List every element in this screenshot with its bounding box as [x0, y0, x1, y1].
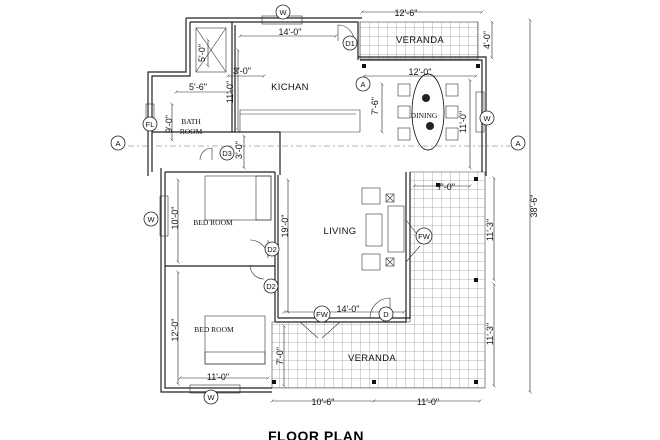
dim-dining-depth: 11'-0": [458, 111, 468, 133]
dim-living-width: 14'-0": [337, 304, 360, 314]
door-tag-d: D: [383, 310, 389, 319]
window-tag-top: W: [279, 8, 287, 17]
window-tag-bedroom: W: [147, 215, 155, 224]
dim-kitchen-width: 14'-0": [279, 27, 302, 37]
room-labels: KICHAN VERANDA DINING BATH ROOM BED ROOM…: [180, 35, 444, 364]
dim-stair-width: 5'-0": [197, 44, 207, 62]
french-window-tag-bottom: FW: [316, 310, 329, 319]
french-window-tag-right: FW: [418, 232, 431, 241]
room-label-bedroom-bottom: BED ROOM: [194, 325, 234, 334]
beds: [204, 175, 272, 365]
door-tag-d2-bottom: D2: [266, 282, 276, 291]
dim-bottom-left: 10'-6": [312, 397, 335, 407]
room-label-bath-line2: ROOM: [180, 127, 203, 136]
grid-tag-a-left: A: [115, 139, 120, 148]
window-tag-bottom: W: [207, 393, 215, 402]
staircase: [195, 27, 227, 73]
room-label-dining: DINING: [411, 111, 438, 120]
dim-veranda-right-depth-top: 11'-3": [485, 219, 495, 241]
grid-tag-a-right: A: [515, 139, 520, 148]
tag-fl: FL: [146, 120, 155, 129]
dim-veranda-right-depth-bottom: 11'-3": [485, 323, 495, 345]
dim-bath-depth: 9'-0": [164, 115, 174, 133]
living-furniture: [361, 187, 405, 271]
opening-tags: W D1 A W FL A A D3 W D2 D2 FW FW D W: [110, 4, 526, 405]
dim-bedroom-bottom-depth: 12'-0": [170, 319, 180, 342]
dim-veranda-right-width: 7'-0": [437, 182, 455, 192]
dim-overall-height: 38'-6": [529, 195, 539, 218]
dim-bottom-right: 11'-0": [417, 397, 439, 407]
dim-living-depth: 19'-0": [280, 215, 290, 238]
dim-stair-offset: 3'-0": [233, 66, 251, 76]
room-label-bedroom-top: BED ROOM: [193, 218, 233, 227]
grid-tag-a-inner: A: [360, 80, 365, 89]
door-tag-d1: D1: [345, 39, 355, 48]
dim-bath-gap: 3'-0": [234, 141, 244, 159]
dim-veranda-top-width: 12'-6": [395, 8, 418, 18]
dim-bedroom-top-depth: 10'-0": [170, 207, 180, 230]
room-label-veranda-bottom: VERANDA: [348, 353, 396, 364]
dim-bath-width: 5'-6": [189, 82, 207, 92]
room-label-kichan: KICHAN: [271, 82, 309, 93]
drawing-title: FLOOR PLAN: [268, 428, 364, 440]
door-tag-d3: D3: [222, 149, 232, 158]
dim-dining-width: 12'-0": [409, 67, 432, 77]
dim-kitchen-depth: 11'-0": [225, 81, 235, 103]
room-label-veranda-top: VERANDA: [396, 35, 444, 46]
dim-veranda-top-depth: 4'-0": [482, 31, 492, 49]
dimension-lines: [172, 12, 530, 401]
dimension-labels: 12'-6" 4'-0" 14'-0" 12'-0" 11'-0" 7'-6" …: [164, 8, 539, 407]
door-tag-d2-top: D2: [267, 245, 277, 254]
dining-table: [397, 73, 459, 151]
dim-veranda-bottom-depth: 7'-0": [275, 347, 285, 365]
dim-bedroom-bottom-width: 11'-0": [207, 372, 229, 382]
room-label-living: LIVING: [324, 226, 357, 237]
room-label-bath-line1: BATH: [181, 117, 201, 126]
dim-dining-inner: 7'-6": [370, 97, 380, 115]
veranda-top-floor: [359, 21, 479, 60]
window-tag-dining: W: [483, 114, 491, 123]
doors: [199, 24, 421, 339]
